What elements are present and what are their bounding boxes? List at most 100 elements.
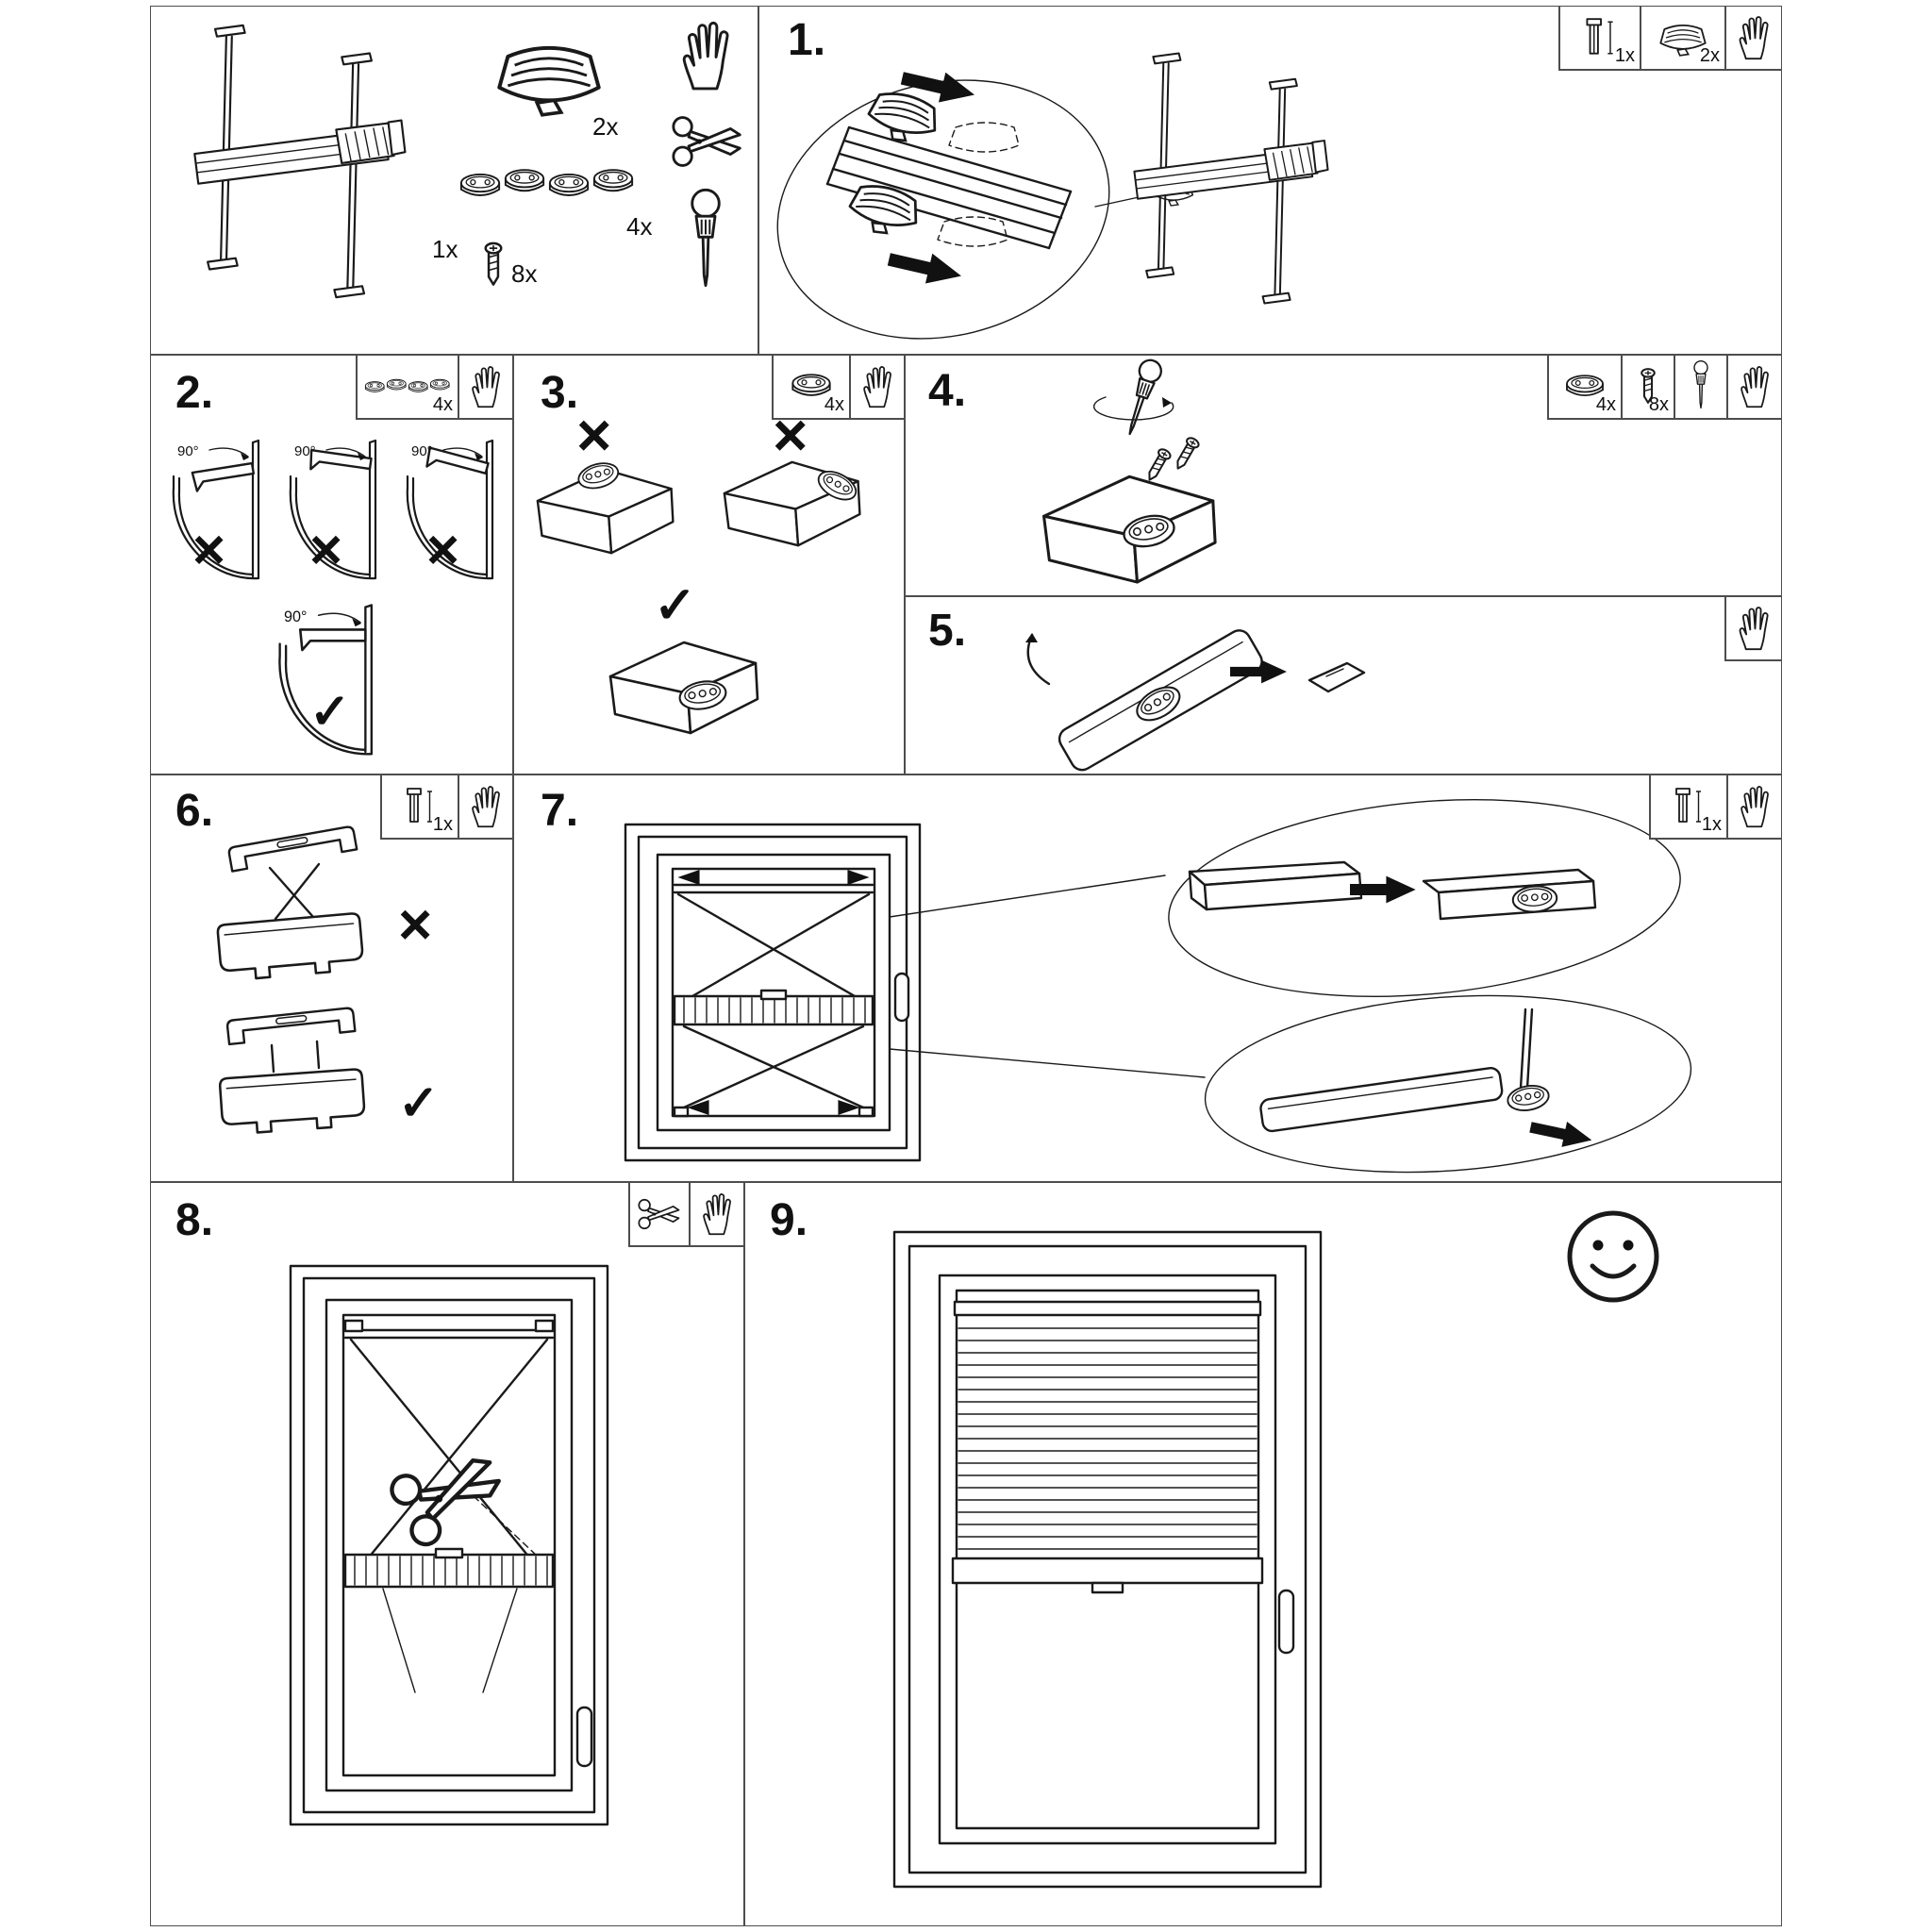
scissors-icon <box>672 116 741 167</box>
required-bracket: 4x <box>774 356 849 418</box>
step-6-illustration <box>215 824 367 1137</box>
step-number: 2. <box>175 368 214 418</box>
panel-parts-overview: 1x 2x 4x 8x <box>150 6 758 355</box>
step-2-illustration: 90° 90° 90° 90° <box>172 439 494 756</box>
qty-label: 1x <box>432 814 453 835</box>
bracket-plate <box>1505 1081 1552 1115</box>
side-bracket-icon <box>1675 788 1702 823</box>
correct-mark: ✓ <box>654 577 697 634</box>
step-7-required-parts: 1x <box>1649 775 1781 840</box>
required-bracket-strip: 4x <box>358 356 458 418</box>
angle-label: 90° <box>177 443 199 459</box>
bracket-strip-icon <box>461 170 632 195</box>
screwdriver-cell <box>1674 356 1726 418</box>
required-side-bracket: 1x <box>382 775 458 838</box>
hand-icon <box>1740 786 1769 828</box>
qty-label: 2x <box>1699 45 1720 66</box>
panel-step-1: 1. 1x 2x <box>758 6 1782 355</box>
step-6-required-parts: 1x <box>380 775 512 840</box>
step-number: 4. <box>928 366 967 416</box>
step-number: 3. <box>541 368 579 418</box>
hand-cell <box>1726 775 1781 838</box>
hand-icon <box>1740 366 1769 408</box>
hand-icon <box>703 1193 731 1236</box>
step-3-required-parts: 4x <box>772 356 904 420</box>
qty-label: 8x <box>1648 394 1669 415</box>
headrail-profile <box>218 1067 367 1137</box>
step-4-illustration <box>1042 356 1217 584</box>
clip-icon <box>843 178 924 242</box>
wrong-mark: × <box>309 518 343 581</box>
clip-icon <box>862 86 943 150</box>
angle-label: 90° <box>411 443 433 459</box>
required-screw: 8x <box>1621 356 1674 418</box>
hand-icon <box>472 366 500 408</box>
blind-in-window <box>343 1319 555 1693</box>
blind-in-window <box>673 870 874 1118</box>
step-number: 9. <box>770 1195 808 1245</box>
hand-cell <box>1726 597 1781 659</box>
qty-label: 4x <box>432 394 453 415</box>
headrail-profile <box>215 911 366 983</box>
clip-qty-label: 2x <box>592 112 618 141</box>
screw-icon <box>484 242 503 286</box>
side-bracket-icon <box>1586 18 1614 55</box>
hand-cell <box>1724 7 1781 69</box>
screwdriver-icon <box>1693 360 1708 409</box>
window-frame <box>624 823 922 1162</box>
panel-step-9: 9. <box>744 1182 1782 1926</box>
panel-step-2: 2. 4x 90° 90° <box>150 355 513 774</box>
required-bracket: 4x <box>1549 356 1621 418</box>
step-number: 1. <box>788 15 826 65</box>
window-handle <box>893 972 910 1023</box>
panel-step-3: 3. 4x × × ✓ <box>513 355 905 774</box>
hand-icon <box>863 366 891 408</box>
instruction-sheet: 1x 2x 4x 8x 1. 1x 2x <box>150 6 1782 1926</box>
insert-arrow <box>885 243 965 291</box>
required-clip: 2x <box>1640 7 1724 69</box>
required-side-bracket: 1x <box>1560 7 1640 69</box>
wrong-mark: × <box>576 401 612 469</box>
step-1-required-parts: 1x 2x <box>1558 7 1781 71</box>
step-9-illustration <box>892 1183 1781 1889</box>
qty-label: 1x <box>1614 45 1635 66</box>
panel-step-5: 5. <box>905 596 1782 774</box>
screwdriver-icon <box>1118 356 1166 439</box>
step-2-required-parts: 4x <box>356 356 512 420</box>
step-number: 6. <box>175 786 214 836</box>
window-frame <box>289 1264 609 1826</box>
wrong-mark: × <box>192 518 226 581</box>
detail-bottom-rail-hook <box>1259 1008 1595 1154</box>
hand-icon <box>682 21 729 91</box>
hand-cell <box>458 356 512 418</box>
step-8-required-parts <box>628 1183 743 1247</box>
hand-icon <box>1739 607 1769 651</box>
bracket-qty-label: 4x <box>626 212 652 241</box>
side-bracket-icon <box>407 788 433 823</box>
correct-mark: ✓ <box>398 1076 440 1131</box>
step-8-illustration <box>289 1264 609 1826</box>
screw-icon <box>1142 446 1174 485</box>
wrong-mark: × <box>398 892 433 958</box>
panel-step-8: 8. <box>150 1182 744 1926</box>
step-4-required-parts: 4x 8x <box>1547 356 1781 420</box>
step-1-illustration <box>776 52 1329 340</box>
required-side-bracket: 1x <box>1651 775 1726 838</box>
hand-icon <box>1739 16 1769 60</box>
qty-label: 1x <box>1701 814 1722 835</box>
hand-cell <box>1726 356 1781 418</box>
step-5-required-parts <box>1724 597 1781 661</box>
angle-label: 90° <box>284 608 307 625</box>
screwdriver-icon <box>691 188 721 288</box>
step-number: 5. <box>928 606 967 656</box>
blind-qty-label: 1x <box>432 235 458 263</box>
qty-label: 4x <box>824 394 844 415</box>
window-handle <box>1277 1589 1295 1655</box>
screw-qty-label: 8x <box>511 259 537 288</box>
panel-step-6: 6. 1x × ✓ <box>150 774 513 1182</box>
smiley-icon <box>1570 1213 1657 1300</box>
hand-icon <box>472 786 500 828</box>
parts-overview-illustration: 1x 2x 4x 8x <box>193 21 741 299</box>
scissors-cell <box>630 1183 689 1245</box>
screw-icon <box>1171 435 1202 474</box>
